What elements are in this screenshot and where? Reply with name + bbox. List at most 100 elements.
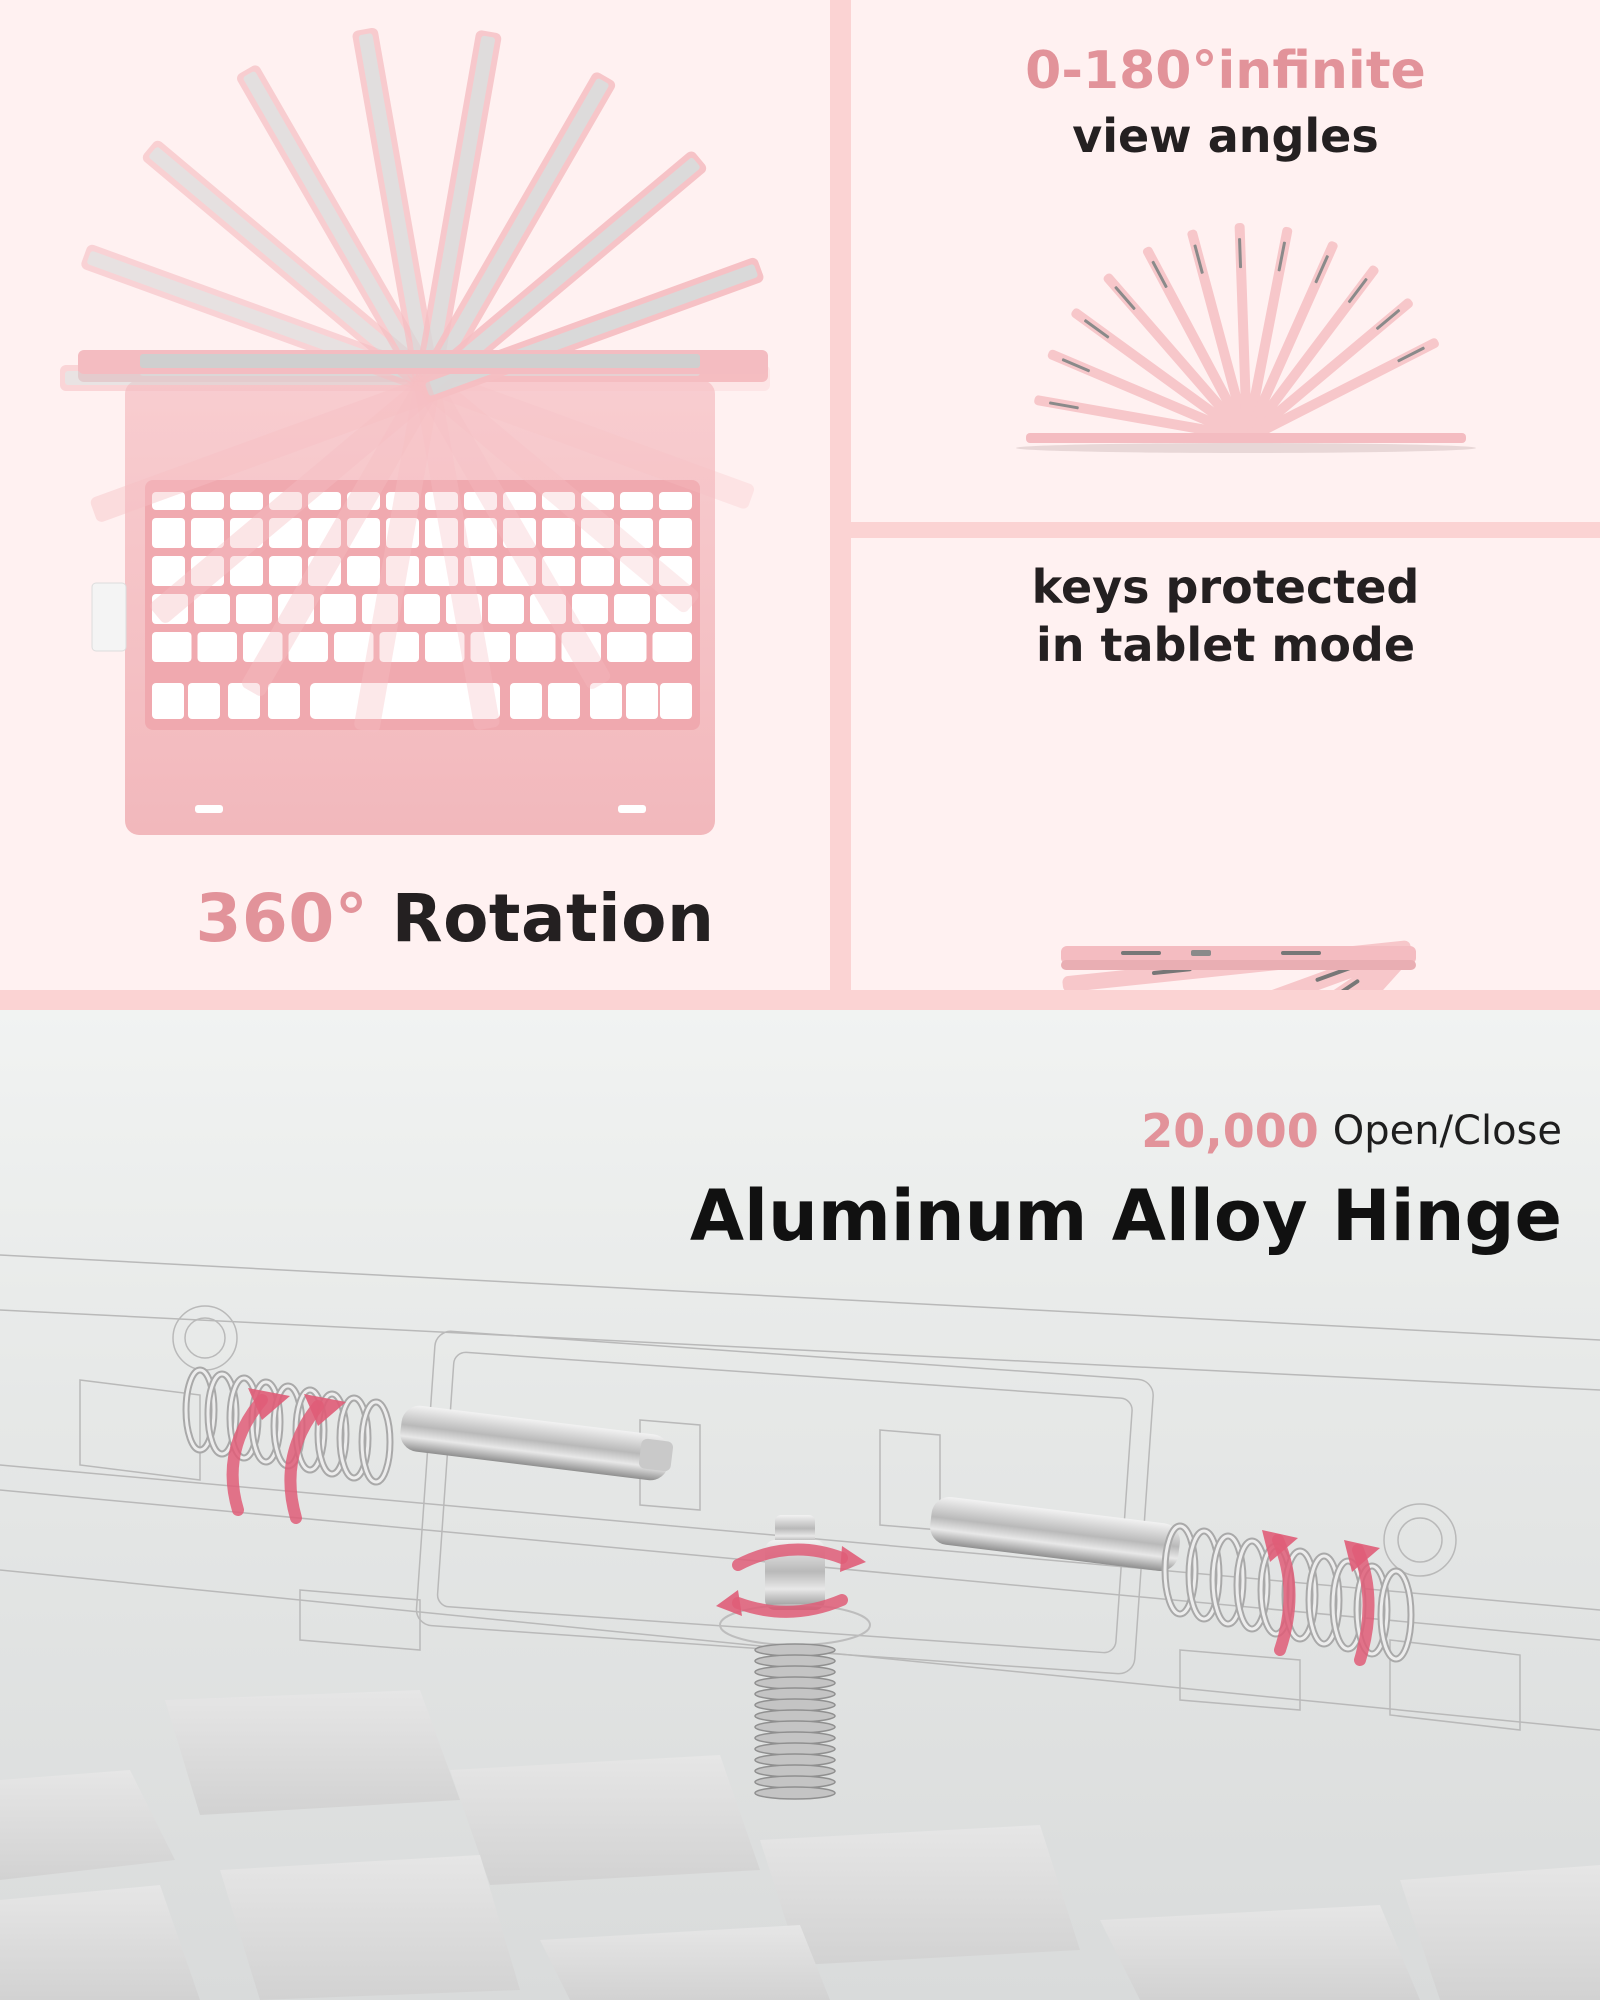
keyboard-key — [152, 632, 192, 662]
keyboard-key — [347, 556, 380, 586]
keyboard-key — [425, 492, 458, 510]
keyboard-key — [386, 556, 419, 586]
hinge-illustration — [0, 1254, 1600, 2000]
keyboard-key — [197, 632, 237, 662]
keyboard-key — [308, 518, 341, 548]
tablet-mode-title: keys protected in tablet mode — [851, 558, 1600, 674]
keyboard-key — [561, 632, 601, 662]
keyboard-key — [362, 594, 398, 624]
keyboard-key — [626, 683, 658, 719]
keyboard-key — [243, 632, 283, 662]
keyboard-key — [446, 594, 482, 624]
keyboard-key — [659, 492, 692, 510]
view-angles-subtitle: view angles — [1072, 109, 1379, 163]
tablet-mode-line1: keys protected — [1031, 560, 1420, 614]
keyboard-key — [510, 683, 542, 719]
keyboard-key — [516, 632, 556, 662]
keyboard-key — [581, 492, 614, 510]
keyboard-key — [425, 556, 458, 586]
keyboard-key — [503, 492, 536, 510]
keyboard-key — [581, 556, 614, 586]
rotation-panel: 360° Rotation — [0, 0, 830, 990]
keyboard-key — [659, 556, 692, 586]
angle-infinite: infinite — [1217, 41, 1426, 101]
space-bar — [310, 683, 500, 719]
keyboard-key — [620, 556, 653, 586]
hinge-panel: 20,000 Open/Close Aluminum Alloy Hinge — [0, 1010, 1600, 2000]
keyboard-key — [230, 518, 263, 548]
keyboard-key — [464, 556, 497, 586]
folded-tablets-illustration — [1061, 940, 1416, 990]
center-hinge-screw — [719, 1515, 871, 1800]
angle-range: 0-180° — [1025, 41, 1218, 101]
keyboard-key — [404, 594, 440, 624]
hinge-cycle-count: 20,000 — [1141, 1104, 1319, 1158]
rotation-degree: 360° — [195, 880, 369, 957]
tablet-mode-line2: in tablet mode — [1035, 618, 1416, 672]
rotating-tablets — [60, 27, 770, 733]
keyboard-key — [308, 556, 341, 586]
keyboard-key — [347, 518, 380, 548]
keyboard-key — [425, 632, 465, 662]
rotation-word: Rotation — [391, 880, 715, 957]
keyboard-key — [425, 518, 458, 548]
keyboard-key — [191, 556, 224, 586]
keyboard-key — [488, 594, 524, 624]
keyboard-key — [152, 683, 184, 719]
keyboard-key — [152, 594, 188, 624]
keyboard-key — [268, 683, 300, 719]
keyboard-key — [288, 632, 328, 662]
fanned-tablets-illustration — [1016, 223, 1476, 453]
keyboard-keys-background — [0, 1690, 1600, 2000]
keyboard-key — [236, 594, 272, 624]
rotation-arrow-heads — [248, 1388, 1380, 1616]
keyboard-key — [530, 594, 566, 624]
keyboard-key — [542, 492, 575, 510]
tablet-mode-panel: keys protected in tablet mode — [851, 538, 1600, 990]
keyboard-key — [386, 492, 419, 510]
keyboard-key — [614, 594, 650, 624]
keyboard-key — [503, 556, 536, 586]
keyboard-key — [620, 492, 653, 510]
keyboard-key — [659, 518, 692, 548]
left-hinge-shaft — [182, 1366, 674, 1486]
keyboard-key — [503, 518, 536, 548]
keyboard-key — [308, 492, 341, 510]
keyboard-key — [542, 556, 575, 586]
keyboard-key — [652, 632, 692, 662]
keyboard-case — [78, 352, 768, 835]
keyboard-key — [379, 632, 419, 662]
keyboard-key — [581, 518, 614, 548]
rotating-tablet-illustration — [60, 27, 770, 835]
keyboard-key — [656, 594, 692, 624]
keyboard-key — [590, 683, 622, 719]
keyboard-key — [269, 518, 302, 548]
keyboard-key — [194, 594, 230, 624]
keyboard-key — [191, 492, 224, 510]
keyboard-key — [188, 683, 220, 719]
keyboard-key — [470, 632, 510, 662]
keyboard-key — [230, 556, 263, 586]
keyboard-key — [386, 518, 419, 548]
hinge-title: Aluminum Alloy Hinge — [689, 1175, 1562, 1257]
keyboard-key — [347, 492, 380, 510]
keyboard-key — [572, 594, 608, 624]
keyboard-key — [152, 492, 185, 510]
keyboard-key — [620, 518, 653, 548]
keyboard-key — [152, 556, 185, 586]
keyboard-key — [269, 556, 302, 586]
hinge-cycle-label: Open/Close — [1332, 1108, 1562, 1154]
keyboard-key — [278, 594, 314, 624]
keyboard-key — [334, 632, 374, 662]
rotation-title: 360° Rotation — [0, 880, 830, 957]
keyboard-key — [464, 492, 497, 510]
keyboard-key — [542, 518, 575, 548]
view-angles-panel: 0-180°infinite view angles — [851, 0, 1600, 522]
right-hinge-shaft — [930, 1497, 1415, 1663]
view-angles-title: 0-180°infinite view angles — [851, 40, 1600, 166]
keyboard-key — [548, 683, 580, 719]
keyboard-key — [230, 492, 263, 510]
keyboard-key — [269, 492, 302, 510]
keyboard-key — [152, 518, 185, 548]
keyboard-key — [191, 518, 224, 548]
